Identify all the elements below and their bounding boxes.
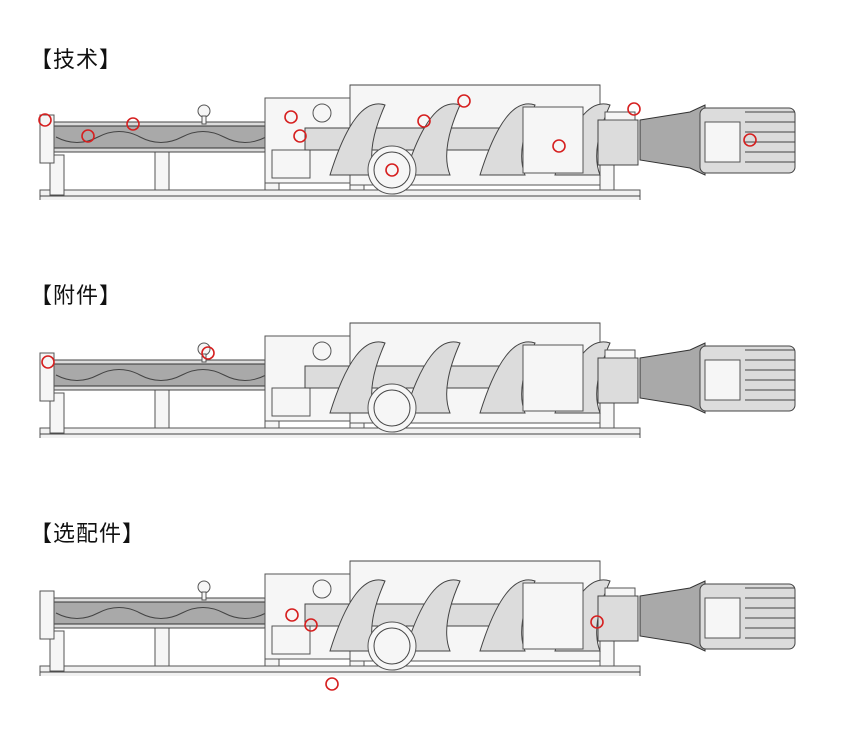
- round-port-ring: [373, 151, 411, 189]
- rotor-housing: [51, 601, 267, 625]
- round-port-ring: [373, 389, 411, 427]
- pump-diagram-options: [39, 560, 796, 676]
- inspection-cover: [522, 344, 584, 412]
- inlet-flange: [39, 352, 55, 402]
- support-leg: [154, 387, 170, 429]
- support-leg: [49, 392, 65, 434]
- terminal-box: [704, 359, 741, 401]
- bracket: [604, 349, 636, 359]
- sight-hole: [312, 103, 332, 123]
- pump-assembly: [39, 322, 796, 438]
- valve-stem: [201, 115, 207, 125]
- inspection-cover-small: [271, 387, 311, 417]
- terminal-box: [704, 597, 741, 639]
- round-port: [367, 621, 417, 671]
- inspection-cover-small: [271, 625, 311, 655]
- vent-valve: [197, 580, 211, 594]
- sight-hole: [312, 341, 332, 361]
- pump-diagram-technology: [39, 84, 796, 200]
- inspection-cover-small: [271, 149, 311, 179]
- pump-assembly: [39, 560, 796, 676]
- section-title-technology: 【技术】: [30, 48, 123, 73]
- inlet-flange: [39, 590, 55, 640]
- bearing-housing: [597, 595, 639, 642]
- support-leg: [154, 625, 170, 667]
- round-port: [367, 383, 417, 433]
- terminal-box: [704, 121, 741, 163]
- bearing-housing: [597, 357, 639, 404]
- base-frame: [39, 189, 641, 200]
- pump-diagram-accessories: [39, 322, 796, 438]
- round-port: [367, 145, 417, 195]
- inspection-cover: [522, 582, 584, 650]
- support-leg: [49, 630, 65, 672]
- support-leg: [154, 149, 170, 191]
- sight-hole: [312, 579, 332, 599]
- rotor-housing: [51, 363, 267, 387]
- bearing-housing: [597, 119, 639, 166]
- hotspot-marker[interactable]: [325, 677, 339, 691]
- support-leg: [49, 154, 65, 196]
- valve-stem: [201, 353, 207, 363]
- gearbox: [639, 342, 706, 414]
- gearbox: [639, 104, 706, 176]
- base-frame: [39, 427, 641, 438]
- bracket: [604, 111, 636, 121]
- pump-assembly: [39, 84, 796, 200]
- bracket: [604, 587, 636, 597]
- valve-stem: [201, 591, 207, 601]
- rotor-housing: [51, 125, 267, 149]
- round-port-ring: [373, 627, 411, 665]
- section-title-options: 【选配件】: [30, 522, 146, 547]
- inlet-flange: [39, 114, 55, 164]
- vent-valve: [197, 342, 211, 356]
- rotor-screw: [55, 607, 267, 619]
- base-frame: [39, 665, 641, 676]
- section-title-accessories: 【附件】: [30, 284, 123, 309]
- vent-valve: [197, 104, 211, 118]
- gearbox: [639, 580, 706, 652]
- inspection-cover: [522, 106, 584, 174]
- rotor-screw: [55, 369, 267, 381]
